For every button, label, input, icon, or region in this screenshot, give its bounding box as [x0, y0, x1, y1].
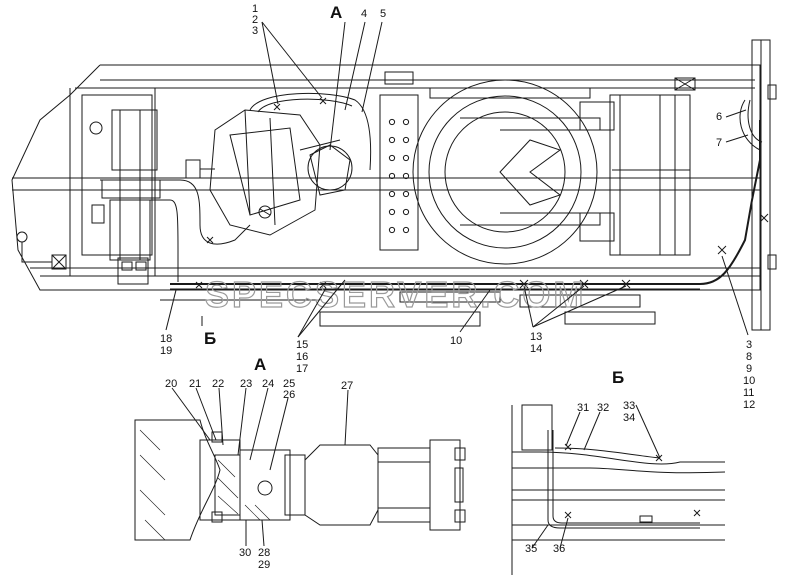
callout-35: 35	[525, 543, 537, 555]
callout-16: 16	[296, 351, 308, 363]
view-label-b: Б	[204, 329, 216, 348]
callout-31: 31	[577, 402, 589, 414]
callout-34: 34	[623, 412, 635, 424]
callout-3: 3	[252, 25, 258, 37]
callout-32: 32	[597, 402, 609, 414]
callout-19: 19	[160, 345, 172, 357]
callout-3-right: 3	[746, 339, 752, 351]
callout-11: 11	[743, 387, 754, 399]
detail-b-title: Б	[612, 368, 624, 387]
callout-numbers: 1 2 3 4 5 6 7 3 8 9 10 11 12 10 13 14 15…	[160, 3, 755, 571]
callout-29: 29	[258, 559, 270, 571]
callout-12: 12	[743, 399, 755, 411]
callout-5: 5	[380, 8, 386, 20]
line-clamps	[195, 97, 769, 289]
perforated-bracket	[379, 71, 419, 251]
pump-assembly	[299, 139, 353, 196]
callout-27: 27	[341, 380, 353, 392]
callout-10: 10	[743, 375, 755, 387]
detail-a-title: А	[254, 355, 266, 374]
callout-2: 2	[252, 14, 258, 26]
gearbox-housing	[185, 109, 321, 236]
callout-25: 25	[283, 378, 295, 390]
callout-23: 23	[240, 378, 252, 390]
winch-drum	[412, 79, 615, 265]
leader-lines-main	[165, 21, 749, 338]
callout-21: 21	[189, 378, 201, 390]
leader-lines-detail-a	[171, 387, 349, 547]
callout-33: 33	[623, 400, 635, 412]
detail-a-assembly	[134, 419, 466, 541]
callout-24: 24	[262, 378, 274, 390]
view-label-a: А	[330, 3, 342, 22]
callout-15: 15	[296, 339, 308, 351]
lower-beams	[160, 291, 656, 327]
callout-26: 26	[283, 389, 295, 401]
callout-20: 20	[165, 378, 177, 390]
chassis-frame	[11, 64, 761, 291]
rear-plate	[674, 39, 777, 331]
callout-9: 9	[746, 363, 752, 375]
callout-28: 28	[258, 547, 270, 559]
callout-1: 1	[252, 3, 258, 15]
detail-b-assembly	[511, 404, 726, 575]
callout-10-lower: 10	[450, 335, 462, 347]
callout-4: 4	[361, 8, 367, 20]
callout-22: 22	[212, 378, 224, 390]
callout-17: 17	[296, 363, 308, 375]
callout-30: 30	[239, 547, 251, 559]
leader-lines-detail-b	[531, 404, 661, 549]
callout-18: 18	[160, 333, 172, 345]
callout-13: 13	[530, 331, 542, 343]
callout-36: 36	[553, 543, 565, 555]
callout-8: 8	[746, 351, 752, 363]
callout-6: 6	[716, 111, 722, 123]
watermark-text: SPECSERVER.COM	[205, 274, 586, 315]
hydraulic-cylinders	[609, 94, 691, 256]
left-bracket-assembly	[16, 94, 161, 285]
hydraulic-lines	[100, 93, 763, 290]
callout-14: 14	[530, 343, 542, 355]
callout-7: 7	[716, 137, 722, 149]
